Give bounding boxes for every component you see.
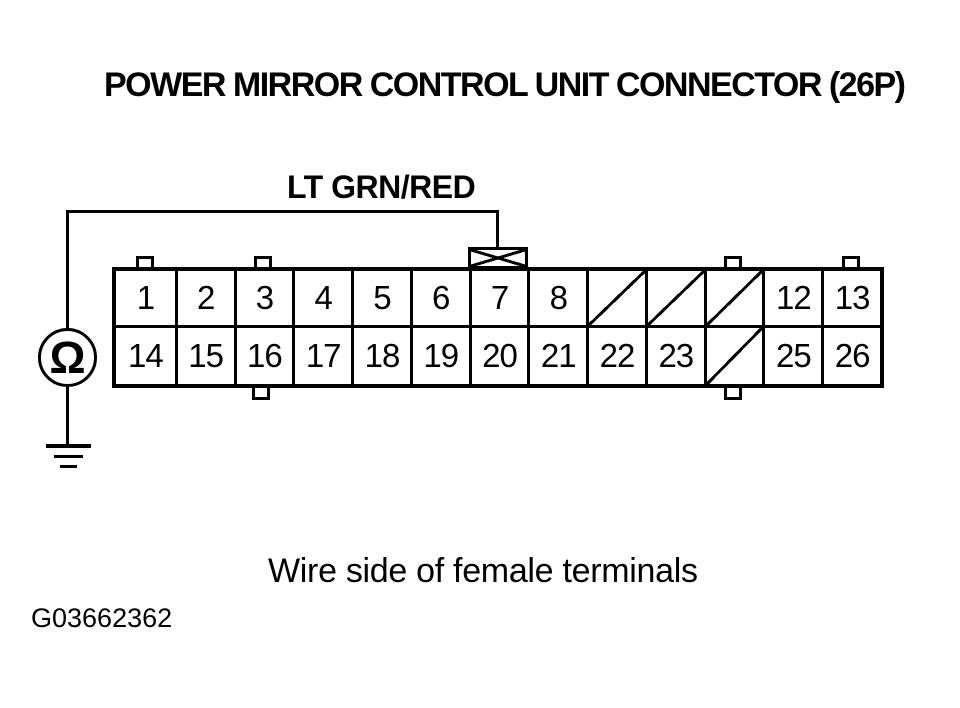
- connector-cell-16: 16: [233, 327, 293, 384]
- keying-tab-top-1: [136, 256, 154, 269]
- wire-ground-lead: [66, 384, 69, 446]
- connector-cell-15: 15: [174, 327, 234, 384]
- keying-tab-bottom-2: [724, 386, 742, 400]
- connector-cell-26: 26: [821, 327, 880, 384]
- connector-cell-13: 13: [821, 271, 880, 328]
- connector-cell-blocked: [586, 271, 645, 328]
- connector-cell-20: 20: [468, 327, 528, 384]
- wire-meter-lead: [66, 210, 69, 331]
- keying-tab-top-3: [724, 256, 742, 269]
- wire-horizontal-segment: [67, 210, 499, 213]
- terminal-7-probe-box: [468, 247, 528, 269]
- connector-cell-7: 7: [468, 271, 528, 328]
- connector-cell-3: 3: [233, 271, 293, 328]
- ground-bar-2: [54, 455, 83, 458]
- keying-tab-top-2: [254, 256, 272, 269]
- connector-cell-19: 19: [409, 327, 469, 384]
- connector-cell-4: 4: [292, 271, 352, 328]
- keying-tab-top-4: [842, 256, 860, 269]
- connector-cell-23: 23: [644, 327, 704, 384]
- wire-down-to-terminal: [496, 210, 499, 250]
- wire-color-label: LT GRN/RED: [287, 169, 476, 205]
- ohmmeter-symbol: Ω: [38, 328, 97, 387]
- connector-cell-14: 14: [128, 337, 164, 375]
- connector-cell-2: 2: [174, 271, 234, 328]
- keying-tab-bottom-1: [252, 386, 270, 400]
- connector-cell-18: 18: [351, 327, 410, 384]
- ground-bar-1: [46, 444, 91, 448]
- view-caption: Wire side of female terminals: [268, 552, 698, 590]
- connector-cell-blocked: [644, 271, 704, 328]
- connector-cell-12: 12: [762, 271, 822, 328]
- connector-cell-blocked: [703, 271, 763, 328]
- ohm-glyph: Ω: [49, 332, 86, 383]
- diagram-title: POWER MIRROR CONTROL UNIT CONNECTOR (26P…: [104, 66, 906, 104]
- connector-cell-blocked: [703, 327, 763, 384]
- ground-bar-3: [60, 465, 77, 468]
- connector-cell-1: 1: [116, 271, 175, 328]
- connector-cell-17: 17: [292, 327, 351, 384]
- connector-cell-22: 22: [586, 327, 645, 384]
- figure-id: G03662362: [31, 603, 173, 633]
- connector-cell-6: 6: [409, 271, 469, 328]
- connector-cell-21: 21: [527, 327, 586, 384]
- connector-cell-25: 25: [762, 327, 821, 384]
- connector-cell-8: 8: [527, 271, 587, 328]
- connector-cell-5: 5: [351, 271, 410, 328]
